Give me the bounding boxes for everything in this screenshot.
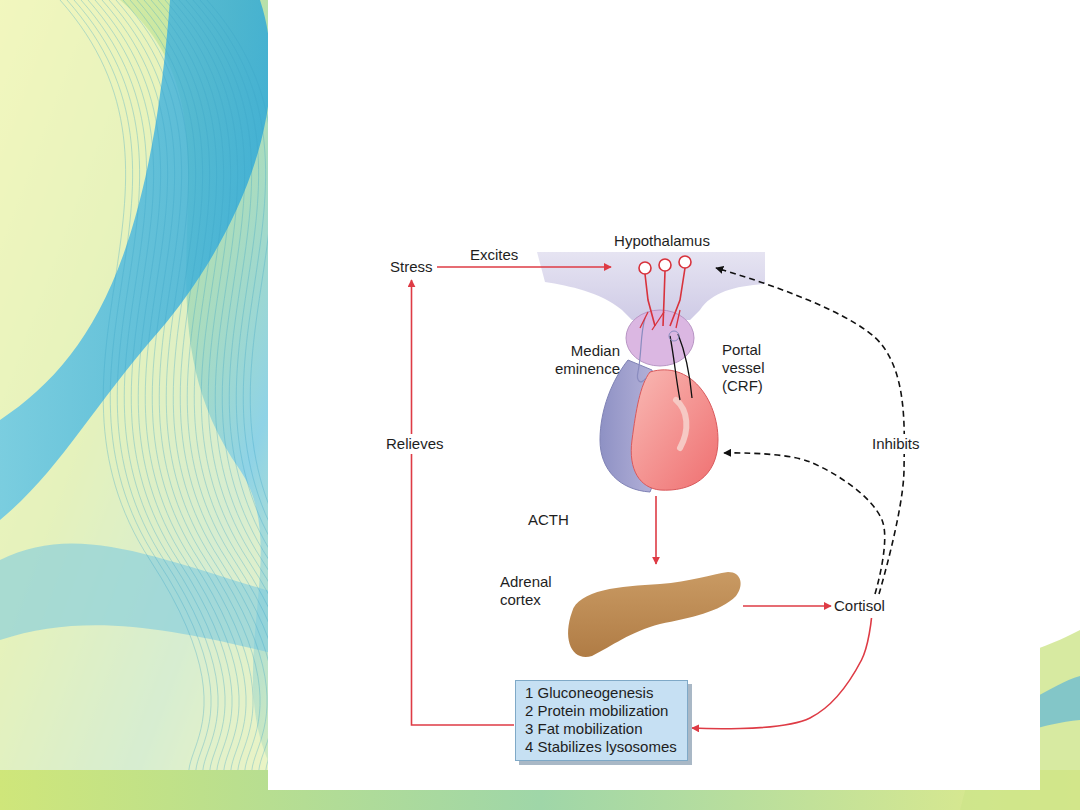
stalk-outline	[637, 318, 646, 382]
slide-wave	[0, 0, 300, 810]
portal-vessel	[676, 400, 686, 448]
slide-line	[81, 0, 251, 810]
slide-line	[95, 0, 265, 810]
node-label: Median eminence	[548, 342, 620, 378]
diagram-node: Hypothalamus	[612, 232, 712, 276]
slide-line	[67, 0, 237, 810]
inhibition-arrow	[716, 268, 904, 594]
edge-label: Excites	[470, 246, 518, 264]
node-label: Cortisol	[834, 597, 885, 615]
edge-label: Relieves	[384, 434, 446, 454]
slide-line	[123, 0, 293, 810]
portal-vessel	[678, 334, 692, 398]
neuron-branch	[640, 310, 680, 330]
node-label: Stress	[390, 258, 433, 276]
neuron-body	[639, 262, 651, 274]
portal-vessel	[670, 336, 680, 400]
anterior-pituitary	[631, 370, 718, 490]
slide-line	[102, 0, 272, 810]
effects-box: 1 Gluconeogenesis2 Protein mobilization3…	[515, 680, 688, 761]
edge-label: Inhibits	[870, 434, 922, 454]
flow-arrow	[655, 496, 657, 564]
neuron-axon	[645, 274, 655, 326]
slide-line	[88, 0, 258, 810]
slide-ground	[0, 0, 300, 810]
diagram-node: Stress	[390, 258, 433, 276]
flow-arrow	[437, 266, 611, 268]
flow-arrow	[743, 605, 831, 607]
slide-line	[74, 0, 244, 810]
inhibition-arrow	[724, 453, 885, 594]
diagram-node: Adrenal cortex	[500, 565, 745, 660]
slide-line	[109, 0, 279, 810]
adrenal-shape	[568, 572, 741, 657]
slide-line	[60, 0, 230, 810]
flow-arrow	[412, 280, 515, 725]
neuron-body	[659, 259, 671, 271]
neuron-body	[679, 256, 691, 268]
diagram-node: Cortisol	[834, 597, 885, 615]
node-label: Adrenal cortex	[500, 573, 562, 609]
slide-wave	[0, 543, 300, 660]
effect-item: 1 Gluconeogenesis	[525, 684, 677, 702]
diagram-node: Median eminence	[548, 330, 720, 495]
content-panel	[268, 0, 1040, 790]
neuron-axon	[670, 268, 685, 326]
median-eminence-shape	[626, 310, 694, 366]
effect-item: 2 Protein mobilization	[525, 702, 677, 720]
capillary-loop	[669, 331, 679, 341]
flow-arrow	[692, 618, 872, 729]
part-label: Portal vessel (CRF)	[722, 341, 780, 395]
effect-item: 4 Stabilizes lysosomes	[525, 738, 677, 756]
effect-item: 3 Fat mobilization	[525, 720, 677, 738]
slide-line	[116, 0, 286, 810]
node-label: Hypothalamus	[612, 232, 712, 250]
neuron-axon	[663, 271, 665, 326]
edge-label: ACTH	[528, 511, 569, 529]
